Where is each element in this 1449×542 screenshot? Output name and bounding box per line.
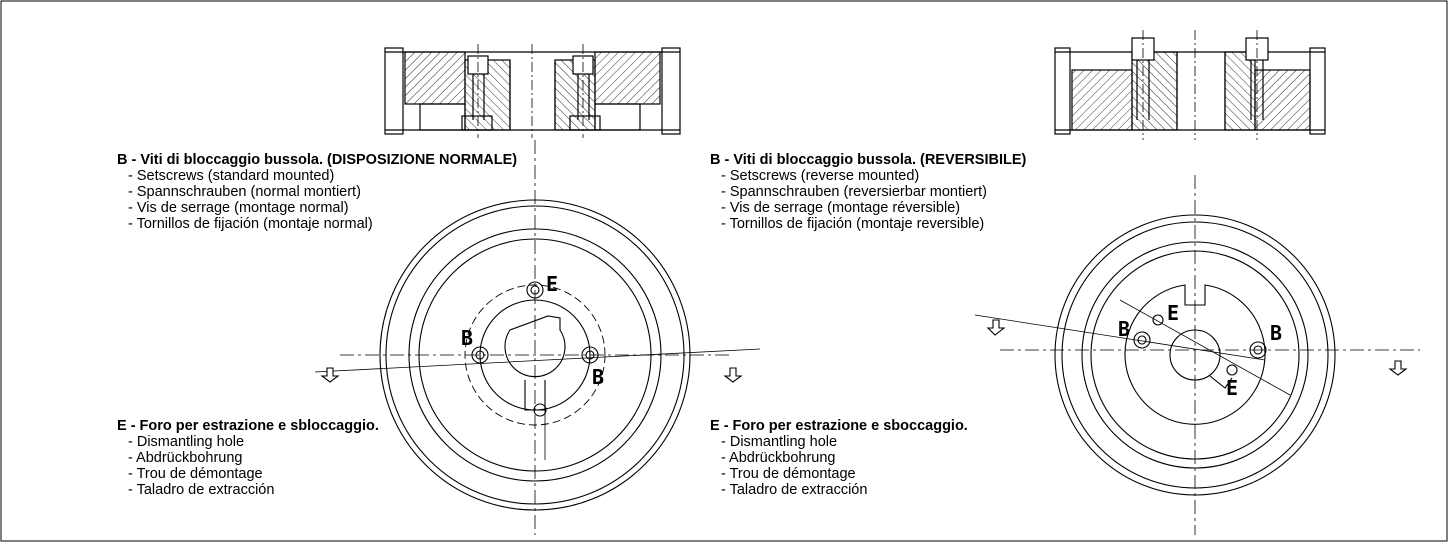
right-label-e2: E — [1226, 376, 1238, 400]
left-e-title: E - Foro per estrazione e sbloccaggio. — [117, 418, 379, 434]
right-b-item: - Tornillos de fijación (montaje reversi… — [721, 216, 985, 232]
right-e-item: - Trou de démontage — [721, 466, 856, 482]
right-label-b1: B — [1118, 317, 1130, 341]
right-b-title: B - Viti di bloccaggio bussola. (REVERSI… — [710, 152, 1027, 168]
left-front-view — [314, 140, 761, 535]
left-e-item: - Taladro de extracción — [128, 482, 275, 498]
right-e-item: - Dismantling hole — [721, 434, 838, 450]
left-e-item: - Abdrückbohrung — [128, 450, 243, 466]
right-section-view — [1054, 30, 1326, 140]
left-label-b1: B — [461, 326, 473, 350]
left-label-e: E — [546, 272, 558, 296]
left-b-item: - Tornillos de fijación (montaje normal) — [128, 216, 373, 232]
right-label-e1: E — [1167, 301, 1179, 325]
left-e-item: - Dismantling hole — [128, 434, 245, 450]
right-e-item: - Abdrückbohrung — [721, 450, 836, 466]
right-e-title: E - Foro per estrazione e sboccaggio. — [710, 418, 968, 434]
left-section-view — [384, 44, 681, 138]
left-b-item: - Setscrews (standard mounted) — [128, 168, 335, 184]
right-label-b2: B — [1270, 321, 1282, 345]
right-b-item: - Vis de serrage (montage réversible) — [721, 200, 961, 216]
right-b-item: - Setscrews (reverse mounted) — [721, 168, 920, 184]
left-label-b2: B — [592, 365, 604, 389]
right-front-view — [974, 175, 1420, 535]
left-b-item: - Spannschrauben (normal montiert) — [128, 184, 361, 200]
left-b-title: B - Viti di bloccaggio bussola. (DISPOSI… — [117, 152, 518, 168]
right-e-item: - Taladro de extracción — [721, 482, 868, 498]
right-b-item: - Spannschrauben (reversierbar montiert) — [721, 184, 987, 200]
left-b-item: - Vis de serrage (montage normal) — [128, 200, 349, 216]
left-e-item: - Trou de démontage — [128, 466, 263, 482]
